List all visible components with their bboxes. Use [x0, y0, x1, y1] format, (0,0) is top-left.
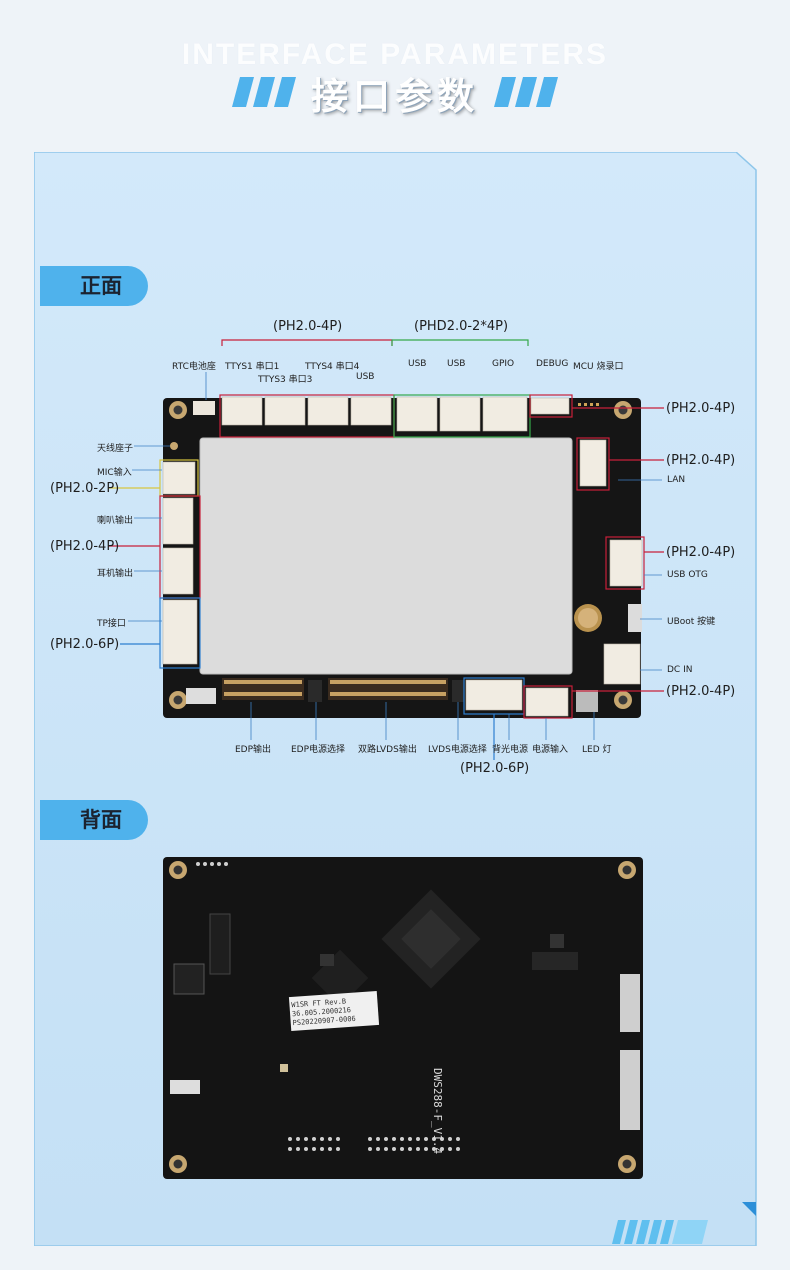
label-ph20-4p-r1: (PH2.0-4P) [666, 401, 736, 416]
front-section-tab: 正面 [40, 266, 148, 306]
label-ph20-4p-top: (PH2.0-4P) [273, 319, 343, 334]
label-ttys3: TTYS3 串口3 [258, 375, 313, 385]
label-edp-power: EDP电源选择 [291, 745, 346, 755]
label-rtc: RTC电池座 [172, 362, 216, 372]
label-lan: LAN [667, 475, 686, 485]
label-mcu: MCU 烧录口 [573, 362, 624, 372]
label-ph20-4p-r3: (PH2.0-4P) [666, 545, 736, 560]
lcd-screen [199, 437, 573, 675]
label-ph20-4p-r4: (PH2.0-4P) [666, 684, 736, 699]
back-board-diagram [163, 857, 643, 1179]
label-lvds-power: LVDS电源选择 [428, 745, 487, 755]
left-stripes-decoration [232, 77, 296, 107]
label-antenna: 天线座子 [97, 444, 134, 454]
front-board-diagram [108, 339, 664, 760]
label-uboot: UBoot 按键 [667, 617, 716, 627]
label-ph20-6p-bottom: (PH2.0-6P) [460, 761, 530, 776]
label-edp-out: EDP输出 [235, 745, 272, 755]
label-debug: DEBUG [536, 359, 569, 369]
board-silk-text: DWS288-F_V1.4 [431, 1068, 444, 1155]
label-backlight: 背光电源 [492, 745, 529, 755]
label-earphone: 耳机输出 [97, 569, 134, 579]
back-pcb [163, 857, 643, 1179]
label-gpio: GPIO [492, 359, 515, 369]
right-connectors [579, 439, 643, 685]
label-power-in: 电源输入 [532, 745, 569, 755]
product-sticker [288, 990, 380, 1032]
label-ttys1: TTYS1 串口1 [225, 362, 280, 372]
label-dc-in: DC IN [667, 665, 693, 675]
label-usb-a: USB [356, 372, 375, 382]
fpc-connector [620, 974, 640, 1032]
page-title: 接口参数 [311, 75, 479, 118]
label-speaker: 喇叭输出 [97, 516, 134, 526]
background-title: INTERFACE PARAMETERS [181, 38, 609, 71]
label-ph20-4p-r2: (PH2.0-4P) [666, 453, 736, 468]
label-usb-c: USB [447, 359, 466, 369]
label-ph20-2p: (PH2.0-2P) [50, 481, 120, 496]
label-ph20-4p-left: (PH2.0-4P) [50, 539, 120, 554]
label-ph20-6p-left: (PH2.0-6P) [50, 637, 120, 652]
top-connectors [221, 396, 570, 432]
label-usb-otg: USB OTG [667, 570, 708, 580]
left-connectors [162, 461, 198, 665]
fpc-connector [620, 1050, 640, 1130]
bottom-stripes-decoration [612, 1220, 708, 1244]
right-stripes-decoration [494, 77, 558, 107]
label-tp: TP接口 [97, 619, 126, 629]
label-usb-b: USB [408, 359, 427, 369]
label-phd20-2x4p: (PHD2.0-2*4P) [414, 319, 509, 334]
back-section-tab: 背面 [40, 800, 148, 840]
label-led: LED 灯 [582, 745, 612, 755]
label-lvds-out: 双路LVDS输出 [358, 745, 417, 755]
label-ttys4: TTYS4 串口4 [305, 362, 360, 372]
label-mic: MIC输入 [97, 468, 132, 478]
